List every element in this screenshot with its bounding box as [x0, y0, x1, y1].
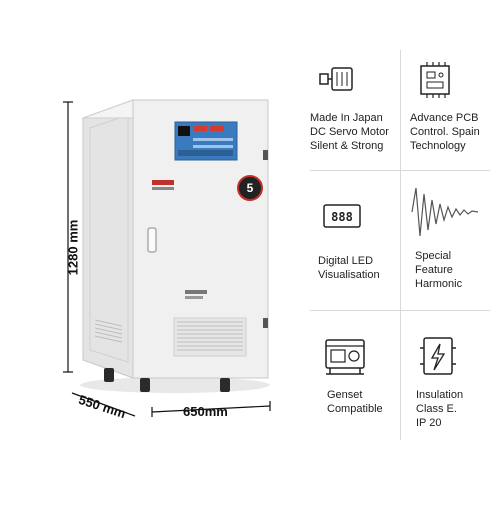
- feature-led-line-2: Visualisation: [318, 269, 380, 281]
- feature-harmonic-line-1: Special: [415, 250, 452, 262]
- height-dimension-label: 1280 mm: [65, 219, 81, 276]
- feature-servo-line-1: Made In Japan: [310, 112, 383, 124]
- pcb-chip-icon: [420, 62, 450, 98]
- feature-servo-line-2: DC Servo Motor: [310, 126, 389, 138]
- genset-icon: [325, 339, 365, 375]
- feature-genset-line-2: Compatible: [327, 403, 383, 415]
- servo-motor-icon: [319, 67, 353, 91]
- feature-pcb-line-2: Control. Spain: [410, 126, 480, 138]
- harmonic-wave-icon: [411, 187, 479, 237]
- dimension-lines: [63, 101, 271, 417]
- digital-led-icon: 888: [323, 204, 361, 228]
- feature-harmonic-line-2: Feature: [415, 264, 453, 276]
- insulation-icon: [420, 337, 456, 375]
- feature-harmonic-line-3: Harmonic: [415, 278, 463, 290]
- feature-servo-line-3: Silent & Strong: [310, 140, 384, 152]
- svg-text:888: 888: [331, 210, 353, 224]
- warranty-badge: 5: [237, 175, 263, 201]
- feature-genset-line-1: Genset: [327, 389, 363, 401]
- feature-insulation-line-2: Class E.: [416, 403, 457, 415]
- feature-grid: [300, 0, 500, 500]
- feature-pcb-line-1: Advance PCB: [410, 112, 479, 124]
- feature-insulation-line-1: Insulation: [416, 389, 464, 401]
- feature-insulation-line-3: IP 20: [416, 417, 442, 429]
- width-dimension-label: 650mm: [183, 404, 228, 419]
- product-illustration: 5: [80, 99, 270, 393]
- feature-led-line-1: Digital LED: [318, 255, 374, 267]
- feature-pcb-line-3: Technology: [410, 140, 466, 152]
